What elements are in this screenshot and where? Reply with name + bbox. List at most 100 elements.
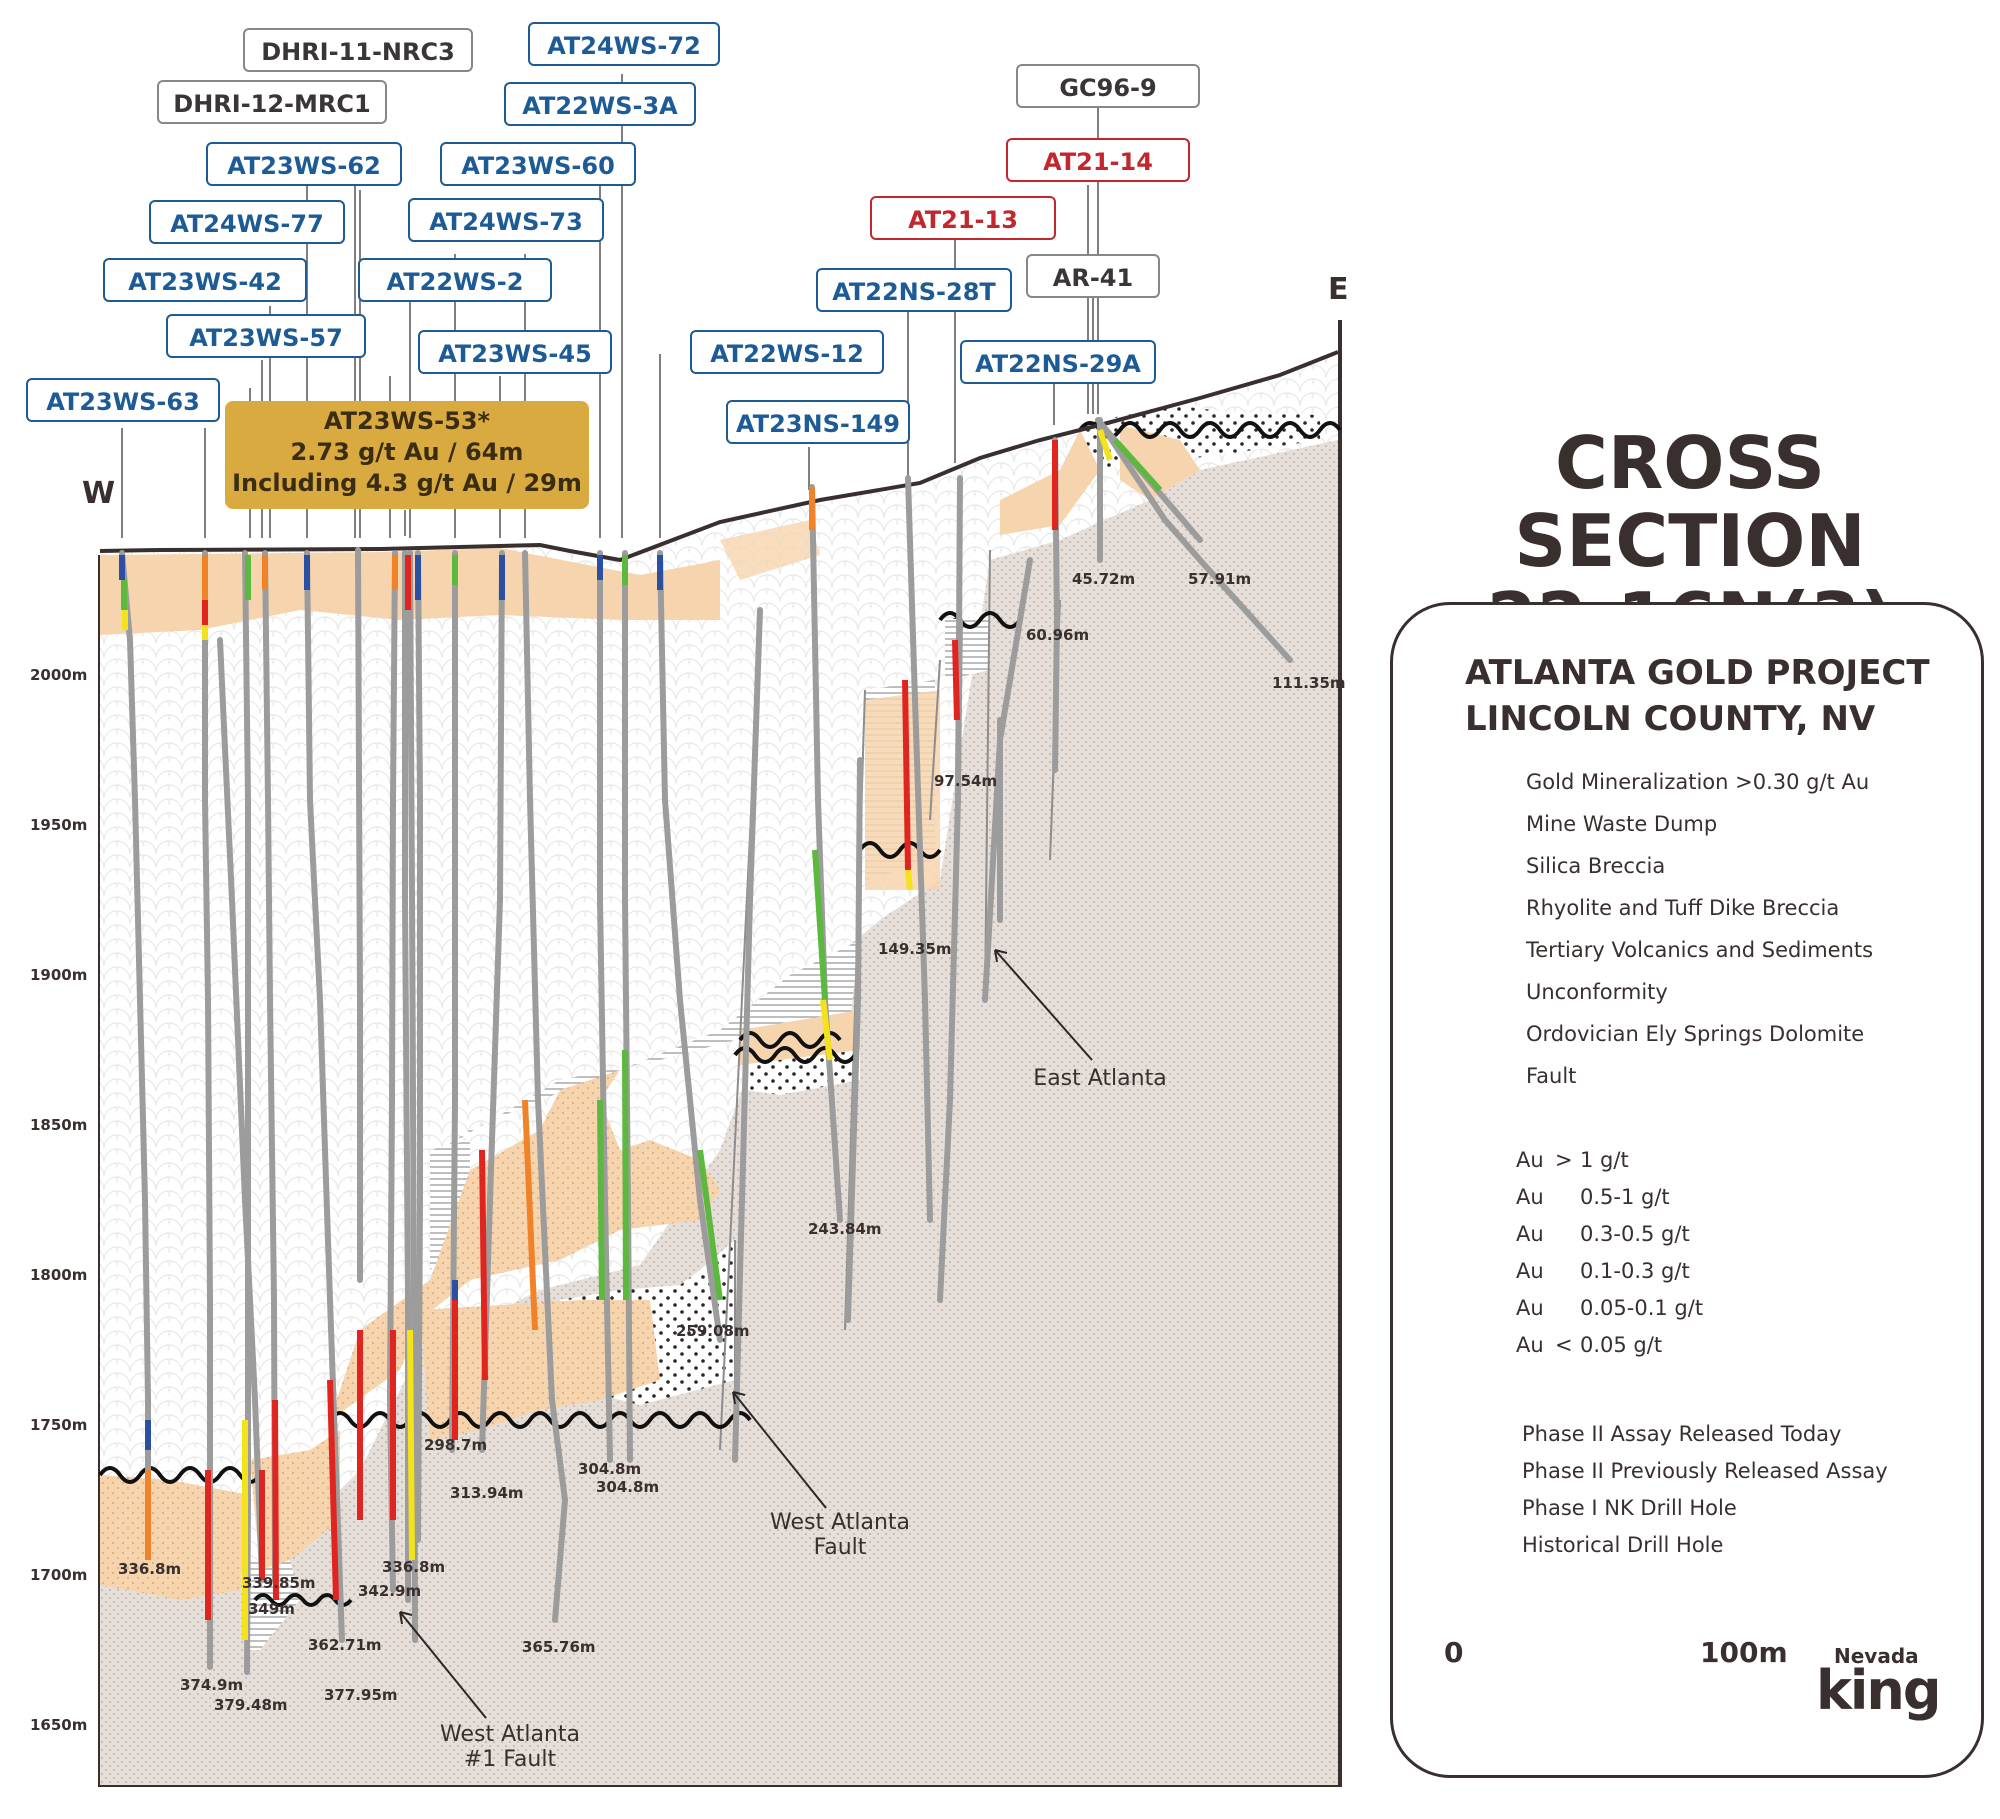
east-atlanta-fault-label: East Atlanta bbox=[1033, 1066, 1167, 1091]
depth-label: 342.9m bbox=[358, 1582, 422, 1600]
legend-status-label: Phase I NK Drill Hole bbox=[1522, 1496, 1737, 1520]
grade-range: 0.1-0.3 g/t bbox=[1580, 1259, 1690, 1283]
elevation-label: 1800m bbox=[30, 1266, 88, 1284]
callout-hole: AT23WS-53* bbox=[323, 407, 491, 435]
depth-label: 336.8m bbox=[118, 1560, 182, 1578]
drill-label-at23ws-62[interactable]: AT23WS-62 bbox=[206, 142, 402, 186]
legend-title-line2: LINCOLN COUNTY, NV bbox=[1465, 699, 1876, 739]
topography-line bbox=[99, 350, 1339, 563]
drill-label-at24ws-77[interactable]: AT24WS-77 bbox=[149, 200, 345, 244]
depth-label: 379.48m bbox=[214, 1696, 288, 1714]
logo-line1: Nevada bbox=[1834, 1644, 1919, 1668]
depth-label: 362.71m bbox=[308, 1636, 382, 1654]
drill-label-at23ws-63[interactable]: AT23WS-63 bbox=[26, 378, 220, 422]
drill-label-at22ws-12[interactable]: AT22WS-12 bbox=[690, 330, 884, 374]
grade-range: 0.3-0.5 g/t bbox=[1580, 1222, 1690, 1246]
elevation-label: 1850m bbox=[30, 1116, 88, 1134]
west-atlanta-1-fault-line1: West Atlanta bbox=[439, 1722, 580, 1747]
callout-grade: 2.73 g/t Au / 64m bbox=[290, 438, 524, 466]
drill-label-at21-14[interactable]: AT21-14 bbox=[1006, 138, 1190, 182]
legend-unit-label: Silica Breccia bbox=[1526, 854, 1666, 878]
depth-label: 339.85m bbox=[242, 1574, 316, 1592]
legend-panel bbox=[1390, 602, 1984, 1778]
depth-label: 259.08m bbox=[676, 1322, 750, 1340]
legend-unit-label: Ordovician Ely Springs Dolomite bbox=[1526, 1022, 1865, 1046]
grade-au: Au bbox=[1516, 1259, 1544, 1283]
elevation-label: 2000m bbox=[30, 666, 88, 684]
drill-label-at23ws-45[interactable]: AT23WS-45 bbox=[418, 330, 612, 374]
depth-label: 365.76m bbox=[522, 1638, 596, 1656]
drill-label-at24ws-73[interactable]: AT24WS-73 bbox=[408, 198, 604, 242]
grade-range: 0.5-1 g/t bbox=[1580, 1185, 1670, 1209]
depth-label: 304.8m bbox=[578, 1460, 642, 1478]
logo-line2: king bbox=[1816, 1659, 1942, 1722]
assay-callout[interactable]: AT23WS-53* 2.73 g/t Au / 64m Including 4… bbox=[225, 401, 589, 509]
scale-end-label: 100m bbox=[1700, 1636, 1788, 1669]
drill-label-at23ws-57[interactable]: AT23WS-57 bbox=[166, 314, 366, 358]
drill-label-at22ns-28t[interactable]: AT22NS-28T bbox=[816, 268, 1012, 312]
grade-au: Au bbox=[1516, 1148, 1544, 1172]
drill-label-gc96-9[interactable]: GC96-9 bbox=[1016, 64, 1200, 108]
drill-label-at21-13[interactable]: AT21-13 bbox=[870, 196, 1056, 240]
elevation-label: 1750m bbox=[30, 1416, 88, 1434]
grade-au: Au bbox=[1516, 1296, 1544, 1320]
east-label: E bbox=[1328, 272, 1349, 307]
west-atlanta-1-fault-line2: #1 Fault bbox=[463, 1747, 557, 1772]
legend-status-label: Phase II Previously Released Assay bbox=[1522, 1459, 1888, 1483]
drill-label-at23ws-42[interactable]: AT23WS-42 bbox=[103, 258, 307, 302]
depth-label: 374.9m bbox=[180, 1676, 244, 1694]
grade-range: 0.05-0.1 g/t bbox=[1580, 1296, 1704, 1320]
depth-label: 45.72m bbox=[1072, 570, 1136, 588]
legend-title-line1: ATLANTA GOLD PROJECT bbox=[1465, 653, 1930, 693]
callout-including: Including 4.3 g/t Au / 29m bbox=[232, 469, 582, 497]
legend-unit-label: Mine Waste Dump bbox=[1526, 812, 1718, 836]
grade-range: 0.05 g/t bbox=[1580, 1333, 1663, 1357]
assay-intervals bbox=[119, 429, 1163, 1640]
scale-zero-label: 0 bbox=[1444, 1636, 1464, 1669]
depth-label: 349m bbox=[248, 1600, 295, 1618]
drill-label-ar-41[interactable]: AR-41 bbox=[1026, 254, 1160, 298]
legend-unit-label: Gold Mineralization >0.30 g/t Au bbox=[1526, 770, 1870, 794]
depth-label: 377.95m bbox=[324, 1686, 398, 1704]
legend-title: ATLANTA GOLD PROJECT LINCOLN COUNTY, NV bbox=[1465, 650, 1930, 742]
west-atlanta-1-fault-label: West Atlanta #1 Fault bbox=[430, 1722, 590, 1772]
elevation-label: 1900m bbox=[30, 966, 88, 984]
drill-label-at23ws-60[interactable]: AT23WS-60 bbox=[440, 142, 636, 186]
depth-label: 313.94m bbox=[450, 1484, 524, 1502]
drill-label-at22ws-2[interactable]: AT22WS-2 bbox=[358, 258, 552, 302]
depth-label: 111.35m bbox=[1272, 674, 1346, 692]
drill-label-at24ws-72[interactable]: AT24WS-72 bbox=[528, 22, 720, 66]
legend-status-label: Historical Drill Hole bbox=[1522, 1533, 1724, 1557]
depth-label: 60.96m bbox=[1026, 626, 1090, 644]
depth-label: 304.8m bbox=[596, 1478, 660, 1496]
drill-label-at22ns-29a[interactable]: AT22NS-29A bbox=[960, 340, 1156, 384]
depth-label: 149.35m bbox=[878, 940, 952, 958]
west-atlanta-fault-line1: West Atlanta bbox=[769, 1510, 910, 1535]
west-label: W bbox=[82, 476, 116, 511]
elevation-label: 1700m bbox=[30, 1566, 88, 1584]
legend-status-label: Phase II Assay Released Today bbox=[1522, 1422, 1842, 1446]
nevada-king-logo: Nevada king bbox=[1816, 1644, 1942, 1722]
elevation-label: 1950m bbox=[30, 816, 88, 834]
depth-label: 298.7m bbox=[424, 1436, 488, 1454]
west-atlanta-fault-line2: Fault bbox=[813, 1535, 867, 1560]
legend-unit-label: Rhyolite and Tuff Dike Breccia bbox=[1526, 896, 1840, 920]
grade-au: Au bbox=[1516, 1185, 1544, 1209]
drill-label-dhri-12[interactable]: DHRI-12-MRC1 bbox=[157, 80, 387, 124]
drill-label-dhri-11[interactable]: DHRI-11-NRC3 bbox=[243, 28, 473, 72]
grade-au: Au bbox=[1516, 1333, 1544, 1357]
depth-label: 243.84m bbox=[808, 1220, 882, 1238]
legend-unit-label: Unconformity bbox=[1526, 980, 1668, 1004]
grade-au: Au bbox=[1516, 1222, 1544, 1246]
legend-unit-label: Tertiary Volcanics and Sediments bbox=[1526, 938, 1874, 962]
depth-label: 97.54m bbox=[934, 772, 998, 790]
grade-sym: > bbox=[1555, 1148, 1573, 1172]
drill-label-at22ws-3a[interactable]: AT22WS-3A bbox=[504, 82, 696, 126]
title-line1: CROSS SECTION bbox=[1514, 421, 1866, 583]
drill-label-at23ns-149[interactable]: AT23NS-149 bbox=[726, 400, 910, 444]
elevation-label: 1650m bbox=[30, 1716, 88, 1734]
west-atlanta-fault-label: West Atlanta Fault bbox=[760, 1510, 920, 1560]
legend-unit-label: Fault bbox=[1526, 1064, 1577, 1088]
grade-range: 1 g/t bbox=[1580, 1148, 1629, 1172]
